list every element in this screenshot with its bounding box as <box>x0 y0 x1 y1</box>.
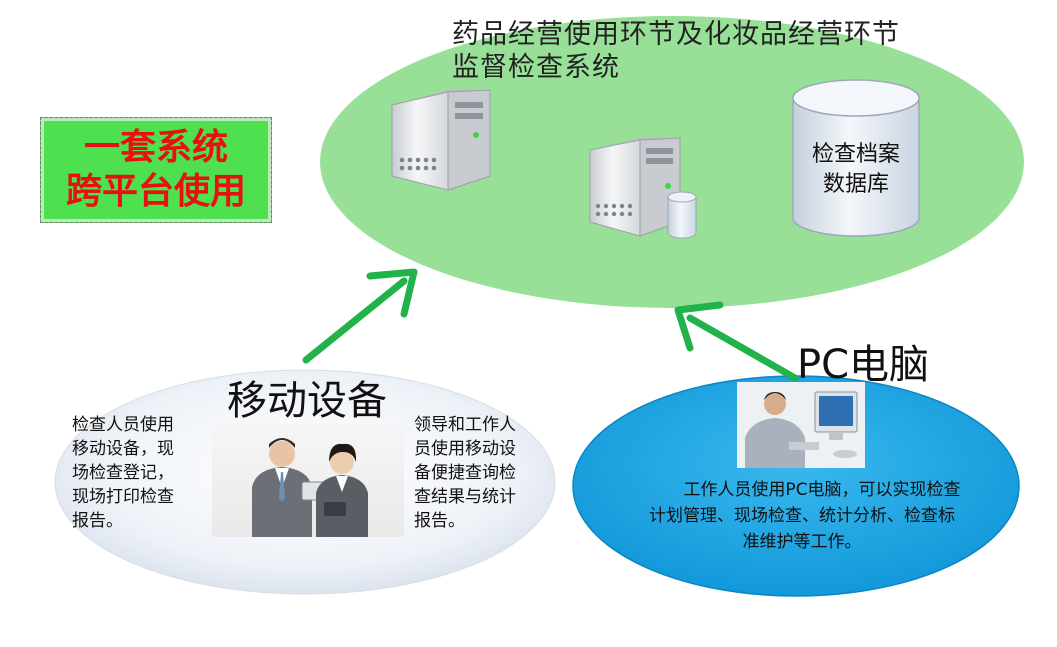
slogan-line2: 跨平台使用 <box>65 171 246 212</box>
pc-description-line: 计划管理、现场检查、统计分析、检查标 <box>649 506 955 526</box>
server-database-icon <box>589 137 697 239</box>
mobile-users-photo <box>212 424 404 537</box>
mobile-left-line: 现场打印检查 <box>72 487 174 507</box>
database-label-line1: 检查档案 <box>811 142 900 167</box>
mobile-right-line: 报告。 <box>414 511 465 531</box>
mobile-right-description: 领导和工作人 员使用移动设 备便捷查询检 查结果与统计 报告。 <box>414 413 554 533</box>
slogan-box: 一套系统 跨平台使用 <box>40 117 272 223</box>
pc-description: 工作人员使用PC电脑，可以实现检查 计划管理、现场检查、统计分析、检查标 准维护… <box>612 477 992 555</box>
system-title-line1: 药品经营使用环节及化妆品经营环节 <box>452 19 900 50</box>
database-label-line2: 数据库 <box>822 172 889 197</box>
arrow-pc-to-system <box>674 301 799 382</box>
mobile-right-line: 查结果与统计 <box>414 487 516 507</box>
slogan-line1: 一套系统 <box>83 127 228 168</box>
pc-user-photo <box>737 382 865 468</box>
pc-description-line: 工作人员使用PC电脑，可以实现检查 <box>683 480 961 500</box>
mobile-right-line: 备便捷查询检 <box>414 463 516 483</box>
system-title-line2: 监督检查系统 <box>452 52 620 83</box>
mobile-left-description: 检查人员使用 移动设备，现 场检查登记， 现场打印检查 报告。 <box>72 413 212 533</box>
server-icon <box>391 89 491 191</box>
mobile-device-label: 移动设备 <box>227 378 387 424</box>
pc-description-line: 准维护等工作。 <box>742 532 862 552</box>
system-title: 药品经营使用环节及化妆品经营环节 监督检查系统 <box>452 18 952 84</box>
database-label: 检查档案 数据库 <box>793 140 919 200</box>
arrow-mobile-to-system <box>302 268 418 364</box>
mobile-right-line: 员使用移动设 <box>414 439 516 459</box>
mobile-left-line: 移动设备，现 <box>72 439 174 459</box>
mobile-left-line: 报告。 <box>72 511 123 531</box>
mobile-left-line: 场检查登记， <box>72 463 174 483</box>
database-icon <box>792 79 920 237</box>
mobile-left-line: 检查人员使用 <box>72 415 174 435</box>
mobile-right-line: 领导和工作人 <box>414 415 516 435</box>
pc-label: PC电脑 <box>797 342 930 388</box>
